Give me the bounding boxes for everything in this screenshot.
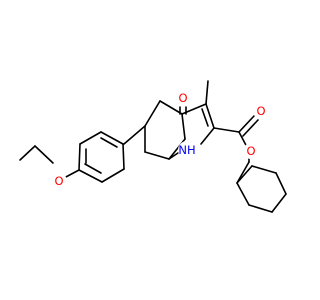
structure-diagram: O O O O NH (19, 80, 287, 213)
bond-ch2-cyclohexyl (236, 161, 250, 184)
bond-c5-c4 (159, 100, 183, 115)
bond-phenyl-inner-a (84, 163, 102, 174)
carbonyl-oxygen-label: O (178, 91, 187, 105)
bond-cyclohexyl-3 (271, 193, 287, 213)
bond-c4-c3 (181, 103, 207, 115)
bond-phenyl-inner-b (100, 137, 118, 148)
bond-c2-n1 (200, 127, 215, 145)
indole-nh-label: NH (178, 143, 195, 157)
bond-phenyl-c6 (123, 125, 146, 145)
bond-c7a-c7 (144, 151, 170, 160)
bond-pyrrole-double (201, 108, 209, 127)
ether-oxygen-label: O (54, 174, 63, 188)
bond-cyclohexyl-2 (248, 204, 273, 213)
bond-phenyl-5 (79, 131, 102, 145)
bond-phenyl-6 (78, 143, 81, 171)
ester-carbonyl-oxygen-label: O (256, 104, 265, 118)
bond-cyclohexyl-1 (236, 182, 250, 206)
bonds (19, 80, 287, 213)
bond-phenyl-4 (100, 131, 124, 145)
bond-c2-ester-c (213, 127, 240, 133)
bond-methyl (205, 80, 209, 105)
bond-ethyl-ch3-ch2 (19, 145, 36, 161)
bond-c3-c2 (205, 103, 215, 129)
atom-labels: O O O O NH (51, 90, 269, 189)
bond-cyclohexyl-6 (236, 165, 253, 184)
bond-c6-c5 (144, 100, 161, 127)
bond-phenyl-1 (78, 169, 103, 183)
molecule-canvas: O O O O NH (19, 80, 287, 213)
bond-o-phenyl (63, 169, 80, 179)
bond-phenyl-3 (122, 143, 125, 170)
bond-ester-carbonyl-a (238, 115, 255, 133)
bond-phenyl-2 (101, 168, 125, 183)
bond-c4-c3a (181, 113, 186, 140)
bond-ester-carbonyl-b (242, 119, 259, 137)
bond-cyclohexyl-4 (275, 172, 287, 195)
ester-oxygen-label: O (246, 144, 255, 158)
bond-cyclohexyl-5 (251, 165, 277, 174)
bond-ethyl-ch2-o (34, 145, 54, 164)
